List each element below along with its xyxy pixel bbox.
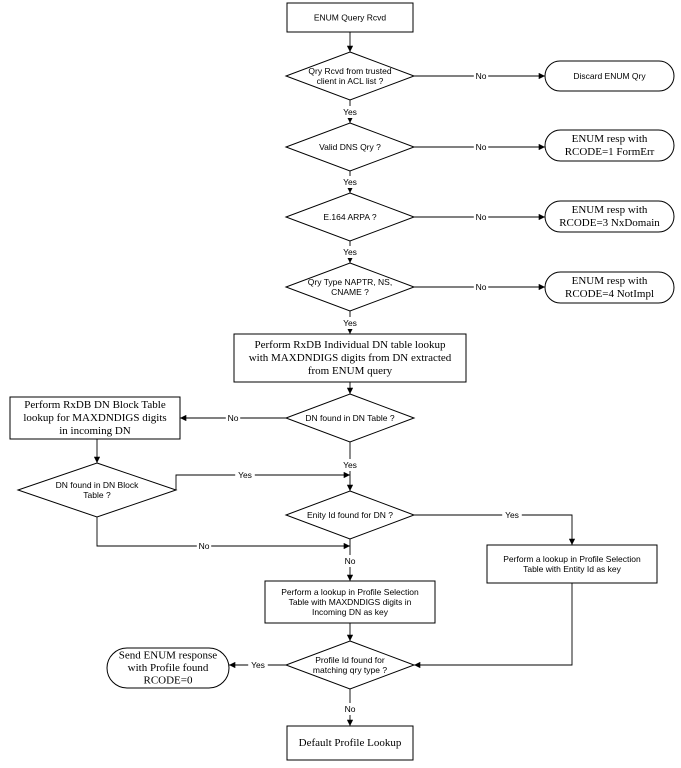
decision-d_dns [284, 122, 416, 172]
formerr-text-line: ENUM resp with [572, 133, 648, 145]
notimpl-text-line: ENUM resp with [572, 275, 648, 287]
decision-d_dn_found [284, 393, 416, 443]
nxdomain-text-line: RCODE=3 NxDomain [559, 217, 660, 229]
edge-label-no: No [345, 704, 356, 714]
edge-label-bg [342, 555, 358, 567]
d_dns-text-line: Valid DNS Qry ? [319, 142, 381, 152]
profile_entity-text-line: Perform a lookup in Profile Selection [503, 554, 641, 564]
edge-label-bg [248, 659, 268, 671]
profile_maxdn-text-line: Table with MAXDNDIGS digits in [289, 597, 412, 607]
edge-label-bg [473, 211, 489, 223]
send-text-line: with Profile found [128, 662, 209, 674]
d_profile-text-line: matching qry type ? [313, 665, 387, 675]
edge-label-yes: Yes [343, 460, 357, 470]
d_qtype-text-line: Qry Type NAPTR, NS, [308, 277, 392, 287]
d_acl-text-line: client in ACL list ? [317, 76, 384, 86]
edge-entity-profile [414, 514, 576, 545]
edge-label-bg [502, 509, 522, 521]
node-formerr [544, 129, 675, 162]
formerr-text-line: RCODE=1 FormErr [565, 146, 655, 158]
d_entity-text-line: Enity Id found for DN ? [307, 510, 393, 520]
edge-label-bg [225, 412, 241, 424]
d_block_found-text-line: Table ? [83, 490, 111, 500]
edge-pentity-profile [414, 583, 573, 669]
block_lookup-text-line: in incoming DN [59, 425, 131, 437]
decision-d_entity [284, 490, 416, 540]
edge-label-bg [340, 106, 360, 118]
send-text-line: Send ENUM response [119, 650, 217, 662]
edge-label-no: No [476, 71, 487, 81]
notimpl-text-line: RCODE=4 NotImpl [565, 288, 654, 300]
d_dn_found-text-line: DN found in DN Table ? [305, 413, 394, 423]
edge-blockfound-entity [175, 471, 350, 490]
decision-d_profile [284, 640, 416, 690]
edge-label-bg [473, 281, 489, 293]
edge-label-yes: Yes [343, 177, 357, 187]
edge-label-bg [473, 70, 489, 82]
edge-label-bg [235, 469, 255, 481]
node-start [286, 2, 414, 33]
node-send [106, 647, 230, 689]
node-profile_maxdn [264, 580, 436, 624]
edge-label-yes: Yes [343, 107, 357, 117]
edge-label-bg [340, 246, 360, 258]
node-lookup_dn [233, 333, 467, 383]
edge-label-bg [473, 141, 489, 153]
d_acl-text-line: Qry Rcvd from trusted [308, 66, 391, 76]
decision-d_e164 [284, 192, 416, 242]
node-block_lookup [9, 396, 181, 440]
lookup_dn-text-line: Perform RxDB Individual DN table lookup [255, 339, 446, 351]
node-nxdomain [544, 200, 675, 233]
edge-label-yes: Yes [238, 470, 252, 480]
send-text-line: RCODE=0 [144, 674, 193, 686]
lookup_dn-text-line: with MAXDNDIGS digits from DN extracted [249, 352, 452, 364]
d_profile-text-line: Profile Id found for [315, 655, 385, 665]
edge-label-yes: Yes [343, 318, 357, 328]
nxdomain-text-line: ENUM resp with [572, 204, 648, 216]
decision-d_qtype [284, 262, 416, 312]
discard-text-line: Discard ENUM Qry [573, 71, 646, 81]
decision-d_acl [284, 51, 416, 101]
start-text-line: ENUM Query Rcvd [314, 13, 387, 23]
edge-label-no: No [476, 212, 487, 222]
block_lookup-text-line: Perform RxDB DN Block Table [24, 399, 166, 411]
edge-label-bg [340, 176, 360, 188]
d_block_found-text-line: DN found in DN Block [56, 480, 139, 490]
edge-label-yes: Yes [251, 660, 265, 670]
profile_maxdn-text-line: Perform a lookup in Profile Selection [281, 587, 419, 597]
node-profile_entity [486, 544, 658, 584]
block_lookup-text-line: lookup for MAXDNDIGS digits [23, 412, 166, 424]
node-default [286, 725, 414, 761]
decision-d_block_found [16, 462, 178, 518]
edge-blockfound-no [96, 517, 350, 550]
edge-label-no: No [476, 282, 487, 292]
edge-label-bg [342, 703, 358, 715]
edge-label-yes: Yes [343, 247, 357, 257]
node-notimpl [544, 271, 675, 304]
profile_entity-text-line: Table with Entity Id as key [523, 564, 622, 574]
edge-label-bg [340, 317, 360, 329]
edge-label-no: No [228, 413, 239, 423]
edge-label-no: No [476, 142, 487, 152]
edge-label-no: No [199, 541, 210, 551]
edge-label-no: No [345, 556, 356, 566]
profile_maxdn-text-line: Incoming DN as key [312, 607, 389, 617]
edge-label-yes: Yes [505, 510, 519, 520]
d_qtype-text-line: CNAME ? [331, 287, 369, 297]
edge-label-bg [196, 540, 212, 552]
edge-label-bg [340, 459, 360, 471]
lookup_dn-text-line: from ENUM query [308, 365, 393, 377]
node-discard [544, 60, 675, 92]
d_e164-text-line: E.164 ARPA ? [323, 212, 377, 222]
default-text-line: Default Profile Lookup [299, 737, 402, 749]
